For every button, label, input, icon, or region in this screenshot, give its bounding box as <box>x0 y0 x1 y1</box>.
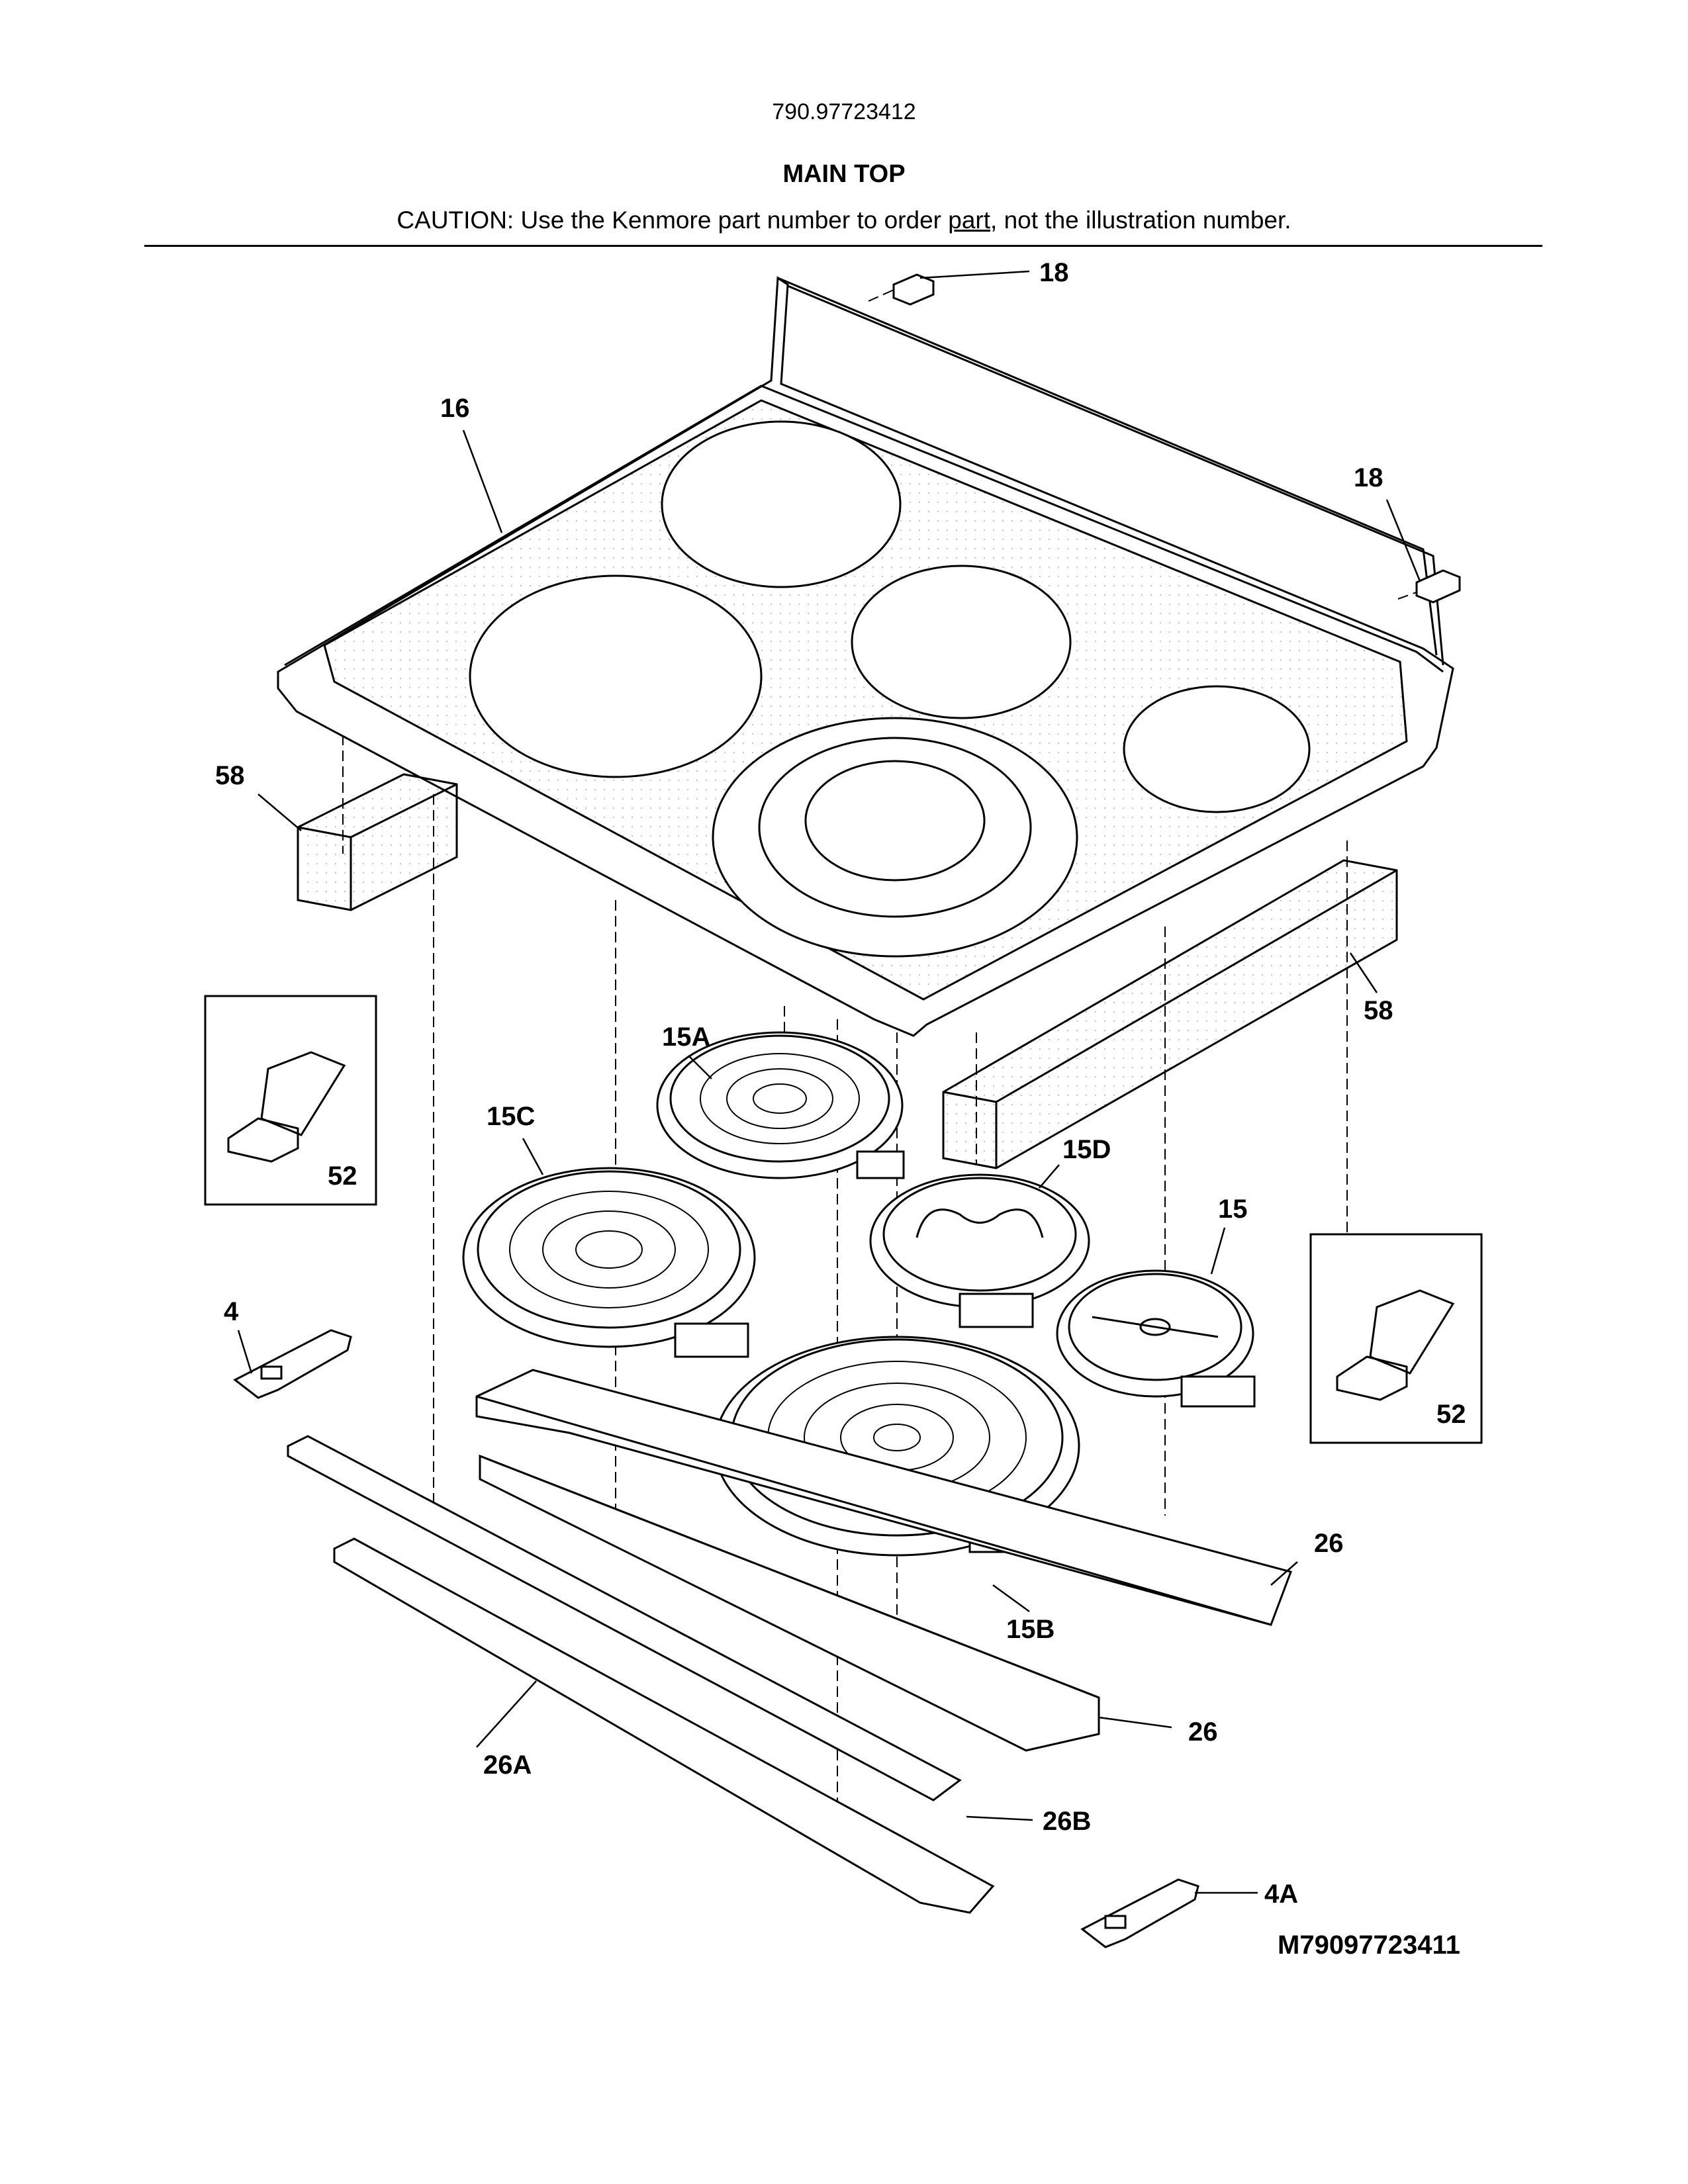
callout-15: 15 <box>1218 1195 1248 1224</box>
clip-4 <box>233 1329 352 1399</box>
caution-note: CAUTION: Use the Kenmore part number to … <box>0 206 1688 234</box>
callout-58-left: 58 <box>215 761 245 790</box>
bracket-18-top <box>892 273 935 306</box>
heating-element-15d <box>869 1173 1090 1328</box>
heating-element-15c <box>462 1167 756 1358</box>
header-divider <box>144 245 1542 247</box>
callout-15a: 15A <box>662 1023 710 1052</box>
caution-text-end: , not the illustration number. <box>990 206 1291 234</box>
callout-18-right: 18 <box>1354 463 1383 492</box>
callout-15c: 15C <box>487 1102 535 1131</box>
insulation-block-right <box>942 859 1398 1169</box>
model-number: 790.97723412 <box>772 99 916 124</box>
callout-26b: 26B <box>1043 1807 1091 1836</box>
callout-58-right: 58 <box>1364 996 1393 1025</box>
rail-26-upper <box>475 1369 1292 1626</box>
callout-26a: 26A <box>483 1751 532 1780</box>
cooktop-burner-outlines <box>469 420 1311 958</box>
rail-26b <box>333 1537 995 1914</box>
heating-element-15a <box>656 1031 905 1179</box>
callout-15d: 15D <box>1062 1135 1111 1164</box>
inset-box-52-left <box>204 995 377 1206</box>
inset-box-52-right <box>1309 1233 1483 1444</box>
callout-15b: 15B <box>1006 1615 1055 1644</box>
caution-text: CAUTION: Use the Kenmore part number to … <box>397 206 949 234</box>
rail-26a <box>287 1435 962 1801</box>
bracket-18-right <box>1415 569 1461 604</box>
callout-26-upper: 26 <box>1314 1529 1344 1558</box>
callout-4a: 4A <box>1264 1880 1298 1909</box>
page-title: MAIN TOP <box>782 160 906 188</box>
callout-52-left: 52 <box>328 1161 357 1191</box>
callout-26-lower: 26 <box>1188 1717 1218 1747</box>
diagram-id: M79097723411 <box>1278 1931 1460 1960</box>
callout-16: 16 <box>440 394 470 423</box>
rail-26-lower <box>479 1454 1100 1752</box>
insulation-block-left <box>297 773 458 911</box>
callout-4: 4 <box>224 1297 239 1326</box>
leader-lines <box>237 270 1421 1894</box>
caution-link[interactable]: part <box>948 206 991 234</box>
heating-element-15 <box>1056 1269 1256 1408</box>
callout-52-right: 52 <box>1436 1400 1466 1429</box>
clip-4a <box>1080 1878 1199 1948</box>
callout-18-top: 18 <box>1039 258 1069 287</box>
